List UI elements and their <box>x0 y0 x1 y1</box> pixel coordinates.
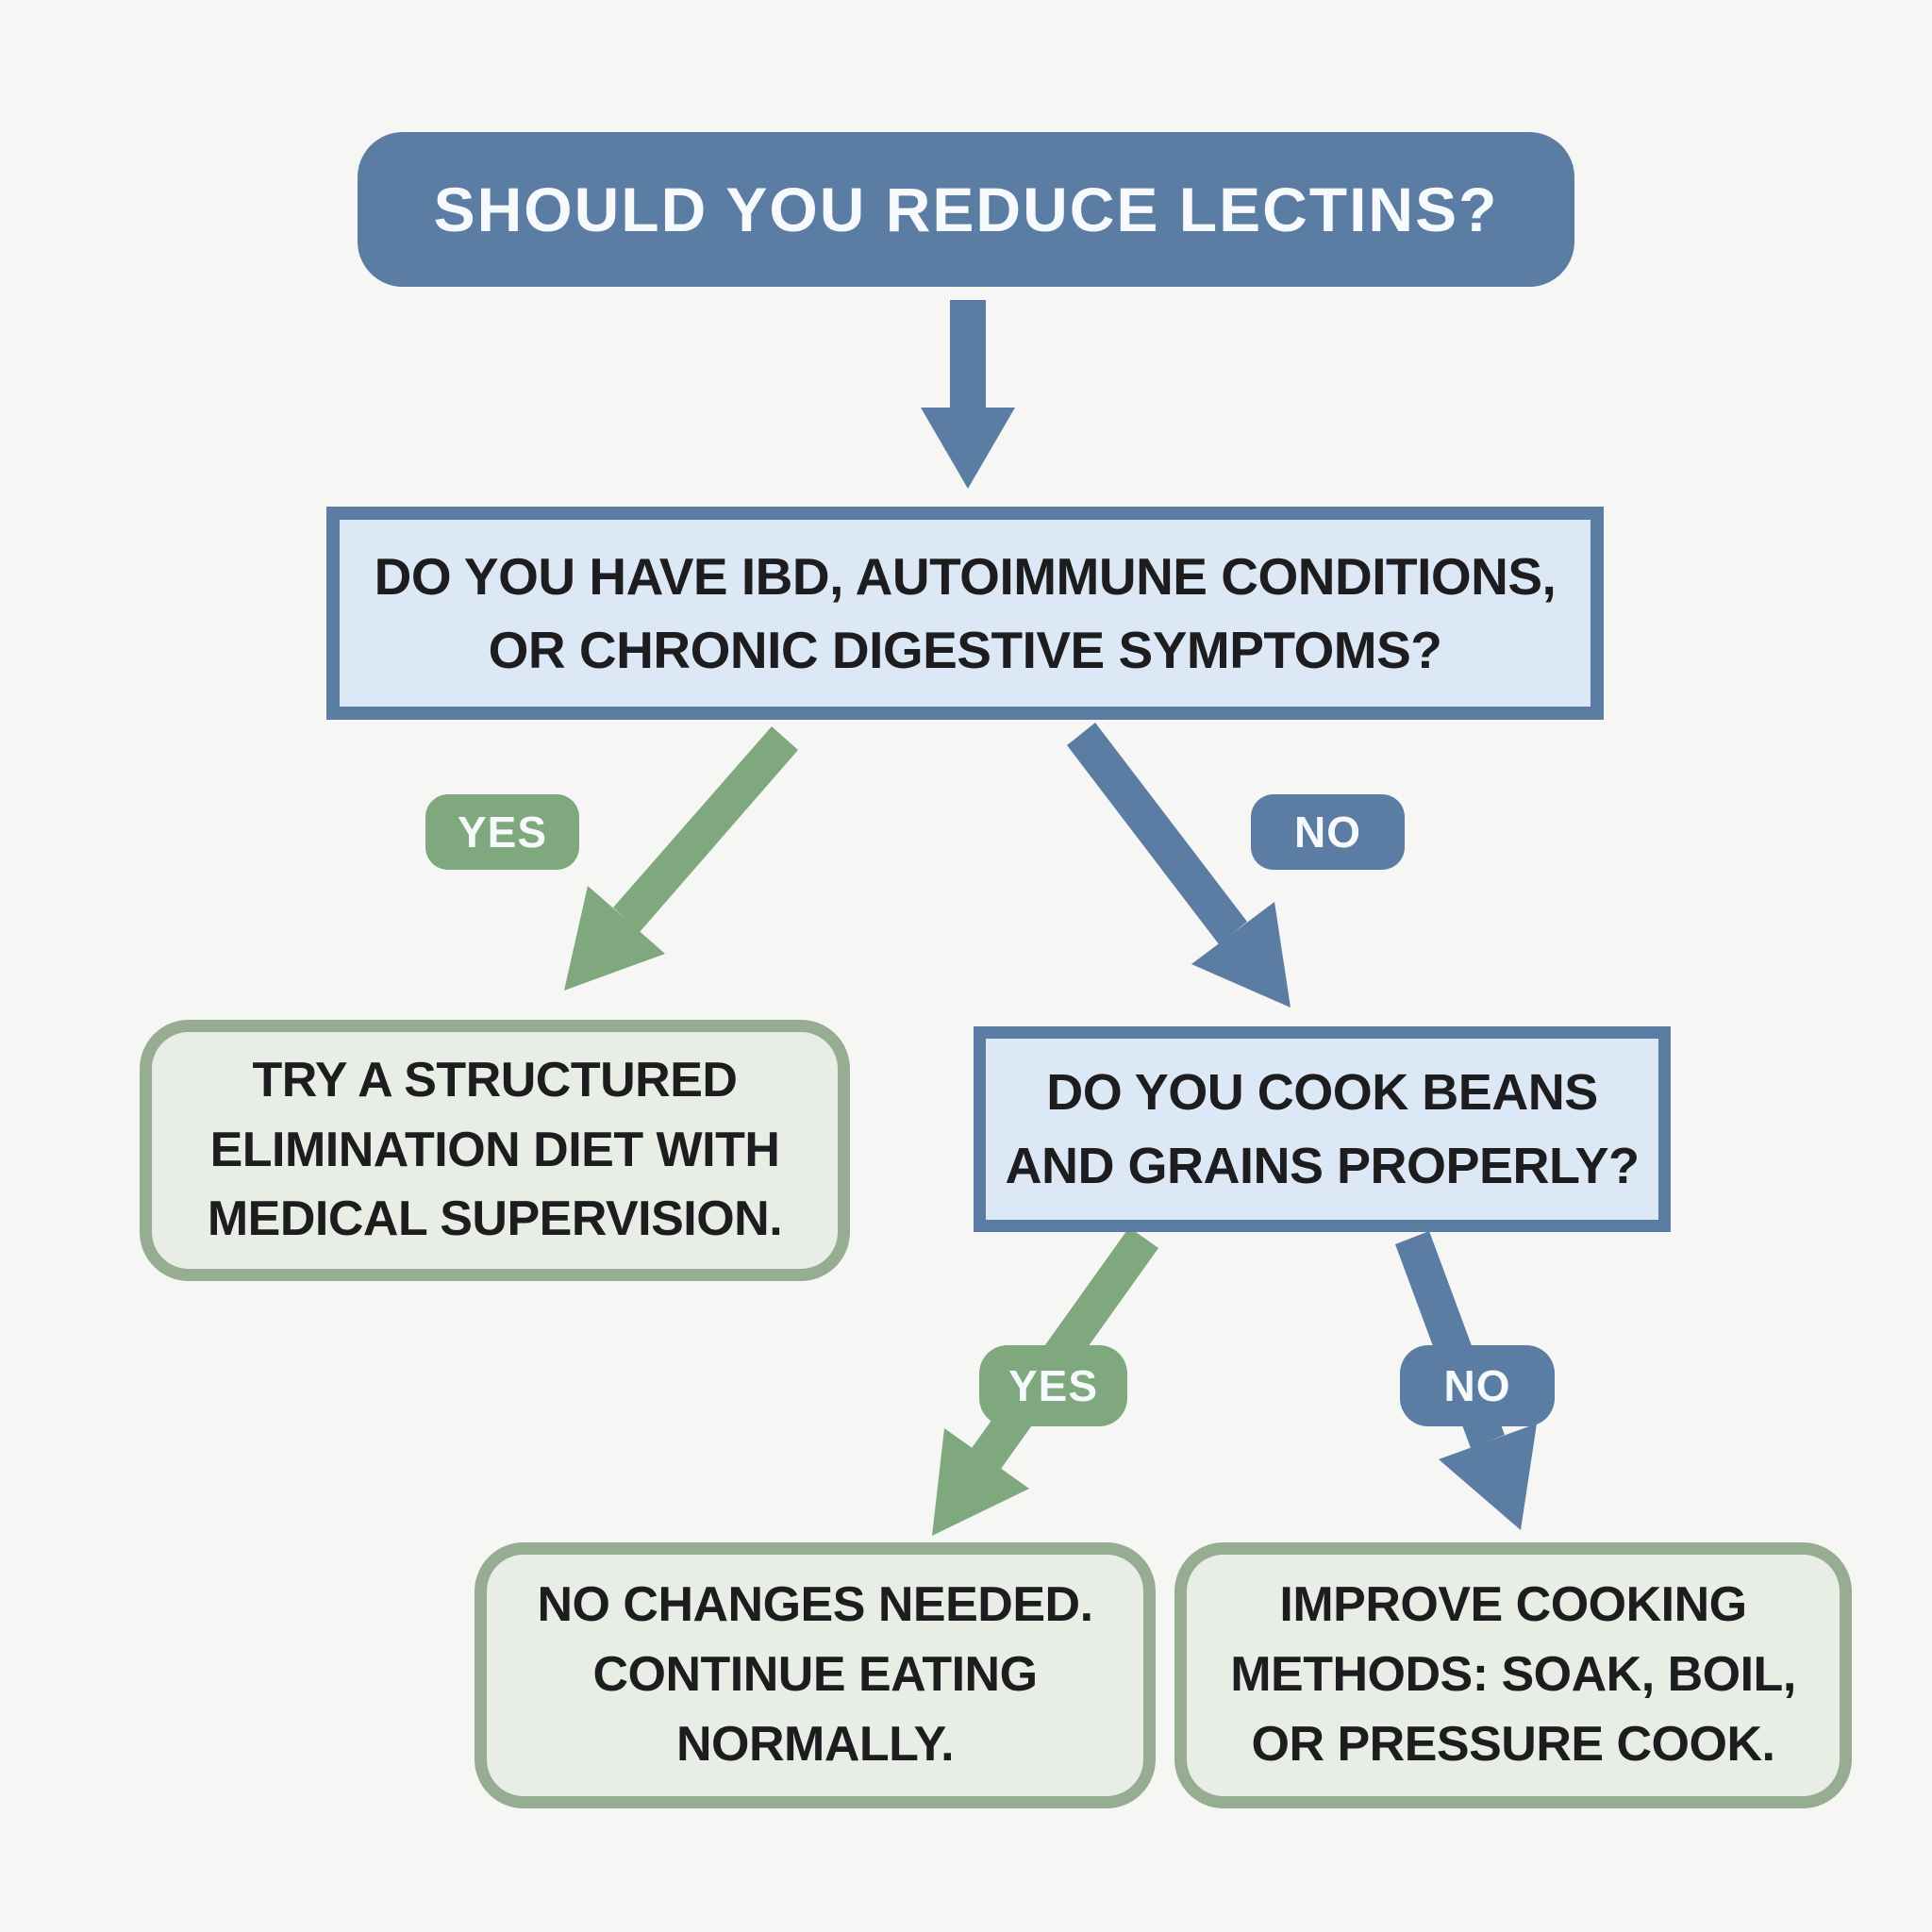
q2-no-label: NO <box>1443 1361 1511 1410</box>
title-box: SHOULD YOU REDUCE LECTINS? <box>358 132 1574 287</box>
arrow-shaft <box>1067 723 1247 944</box>
arrow-head <box>921 408 1015 489</box>
outcome-no-changes-box: NO CHANGES NEEDED. CONTINUE EATING NORMA… <box>475 1542 1156 1808</box>
arrow-q1-yes <box>564 726 798 991</box>
outcome-elimination-line1: TRY A STRUCTURED <box>252 1052 738 1108</box>
title-text: SHOULD YOU REDUCE LECTINS? <box>433 175 1499 244</box>
arrow-q1-no <box>1067 723 1291 1008</box>
q1-yes-label: YES <box>457 808 548 857</box>
question1-line2: OR CHRONIC DIGESTIVE SYMPTOMS? <box>488 621 1442 679</box>
question2-line2: AND GRAINS PROPERLY? <box>1005 1138 1640 1194</box>
q2-yes-label: YES <box>1008 1361 1099 1410</box>
q2-yes-chip: YES <box>979 1345 1127 1426</box>
q1-yes-chip: YES <box>425 794 579 870</box>
outcome-improve-cooking-box: IMPROVE COOKING METHODS: SOAK, BOIL, OR … <box>1174 1542 1852 1808</box>
arrow-title-to-q1 <box>921 300 1015 489</box>
arrow-shaft <box>613 726 798 932</box>
question2-box: DO YOU COOK BEANS AND GRAINS PROPERLY? <box>974 1026 1671 1232</box>
arrow-shaft <box>950 300 986 413</box>
arrow-head <box>1191 902 1291 1008</box>
outcome-improve-cooking-line2: METHODS: SOAK, BOIL, <box>1230 1647 1796 1703</box>
arrow-head <box>564 886 665 991</box>
outcome-no-changes-line3: NORMALLY. <box>675 1716 955 1772</box>
q1-no-chip: NO <box>1251 794 1405 870</box>
outcome-no-changes-line1: NO CHANGES NEEDED. <box>537 1577 1093 1633</box>
arrow-head <box>932 1428 1029 1536</box>
outcome-improve-cooking-line3: OR PRESSURE COOK. <box>1251 1716 1775 1772</box>
question2-line1: DO YOU COOK BEANS <box>1046 1063 1598 1121</box>
outcome-elimination-line3: MEDICAL SUPERVISION. <box>207 1191 783 1247</box>
q1-no-label: NO <box>1294 808 1361 857</box>
question1-line1: DO YOU HAVE IBD, AUTOIMMUNE CONDITIONS, <box>374 546 1557 606</box>
outcome-elimination-line2: ELIMINATION DIET WITH <box>209 1122 780 1177</box>
q2-no-chip: NO <box>1400 1345 1555 1426</box>
question1-box: DO YOU HAVE IBD, AUTOIMMUNE CONDITIONS, … <box>326 507 1604 720</box>
outcome-improve-cooking-line1: IMPROVE COOKING <box>1279 1577 1747 1633</box>
outcome-elimination-diet-box: TRY A STRUCTURED ELIMINATION DIET WITH M… <box>140 1020 850 1281</box>
outcome-no-changes-line2: CONTINUE EATING <box>592 1647 1038 1703</box>
arrow-head <box>1439 1424 1537 1530</box>
